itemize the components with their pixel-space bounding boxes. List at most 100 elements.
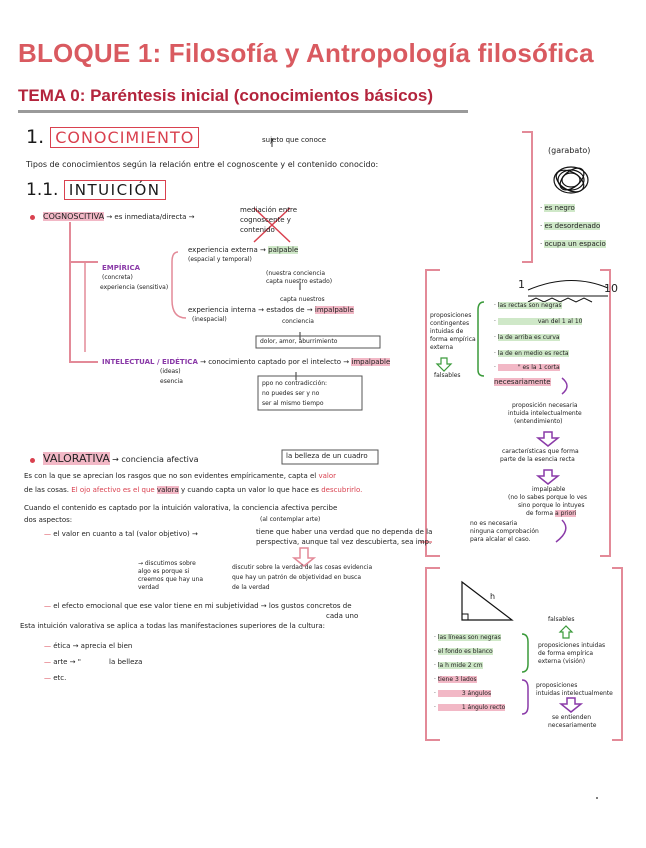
- r-item: · " es la 1 corta: [494, 364, 560, 371]
- section-number: 1.: [26, 126, 45, 148]
- nuestra-1: (nuestra conciencia: [266, 270, 326, 277]
- falsables-2: falsables: [548, 616, 575, 623]
- r-item: · la de en medio es recta: [494, 350, 569, 357]
- nl-3: de forma a priori: [526, 510, 577, 517]
- t-item: · 3 ángulos: [434, 690, 492, 697]
- esencia: esencia: [160, 378, 183, 385]
- nl-2: sino porque lo intuyes: [518, 502, 585, 509]
- r-item: · las rectas son negras: [494, 302, 562, 309]
- val-a1c: perspectiva, aunque tal vez descubierta,…: [256, 538, 432, 546]
- bullet-icon: [30, 457, 35, 463]
- pn-1: proposición necesaria: [512, 402, 578, 409]
- r-item: · van del 1 al 10: [494, 318, 583, 325]
- val-d2: algo es porque si: [138, 568, 190, 575]
- val-d1: → discutimos sobre: [138, 560, 196, 567]
- garabato-item: · ocupa un espacio: [540, 240, 606, 248]
- valorativa-label: VALORATIVA: [43, 452, 110, 465]
- sujeto-note: sujeto que conoce: [262, 136, 327, 144]
- t-item: · 1 ángulo recto: [434, 704, 506, 711]
- prop-1: proposiciones: [430, 312, 472, 319]
- pn-2: intuida intelectualmente: [508, 410, 582, 417]
- val-p4: Esta intuición valorativa se aplica a to…: [20, 622, 326, 630]
- conciencia: conciencia: [282, 318, 314, 325]
- nr-2: ninguna comprobación: [470, 528, 539, 535]
- section-heading: CONOCIMIENTO: [50, 127, 200, 148]
- page-subtitle: TEMA 0: Paréntesis inicial (conocimiento…: [18, 86, 434, 105]
- se-1: se entienden: [552, 714, 592, 721]
- section-intuicion: 1.1. INTUICIÓN: [26, 180, 166, 200]
- pnc-3: ser al mismo tiempo: [262, 400, 324, 407]
- valorativa-def: → conciencia afectiva: [112, 455, 199, 464]
- section-conocimiento: 1. CONOCIMIENTO: [26, 126, 200, 148]
- t-item: · el fondo es blanco: [434, 648, 493, 655]
- ideas: (ideas): [160, 368, 181, 375]
- capta-1: capta nuestros: [280, 296, 325, 303]
- garabato-item: · es desordenado: [540, 222, 601, 230]
- nl-1: (no lo sabes porque lo ves: [508, 494, 587, 501]
- val-p2: de las cosas. El ojo afectivo es el que …: [24, 486, 363, 494]
- val-d4: verdad: [138, 584, 159, 591]
- exp-externa-sub: (espacial y temporal): [188, 256, 252, 263]
- exp-interna-sub: (inespacial): [192, 316, 227, 323]
- prop-2: contingentes: [430, 320, 470, 327]
- val-e3: de la verdad: [232, 584, 270, 591]
- bullet-icon: [30, 214, 35, 220]
- belleza-note: la belleza de un cuadro: [286, 452, 368, 460]
- mediacion-3: contenido: [240, 226, 275, 234]
- val-p3b: dos aspectos:: [24, 516, 73, 524]
- pe-2: de forma empírica: [538, 650, 594, 657]
- val-p3: Cuando el contenido es captado por la in…: [24, 504, 338, 512]
- cognoscitiva-label: COGNOSCITIVA: [43, 212, 105, 221]
- pe-1: proposiciones intuidas: [538, 642, 606, 649]
- garabato-item: · es negro: [540, 204, 575, 212]
- pnc-2: no puedes ser y no: [262, 390, 320, 397]
- intelectual-row: INTELECTUAL / EIDÉTICA → conocimiento ca…: [102, 358, 391, 366]
- page-title: BLOQUE 1: Filosofía y Antropología filos…: [18, 38, 594, 68]
- garabato-title: (garabato): [548, 146, 591, 155]
- cognoscitiva-row: COGNOSCITIVA → es inmediata/directa →: [30, 212, 195, 222]
- lines-label-1: 1: [518, 278, 525, 291]
- ce-2: parte de la esencia recta: [500, 456, 575, 463]
- pn-3: (entendimiento): [514, 418, 563, 425]
- val-d3: creemos que hay una: [138, 576, 203, 583]
- tipos-text: Tipos de conocimientos según la relación…: [26, 160, 379, 169]
- val-a1b: tiene que haber una verdad que no depend…: [256, 528, 433, 536]
- lines-label-10: 10: [604, 282, 618, 295]
- r-item: · la de arriba es curva: [494, 334, 560, 341]
- empirica-sub2: experiencia (sensitiva): [100, 284, 169, 291]
- val-p1: Es con la que se aprecian los rasgos que…: [24, 472, 337, 480]
- prop-5: externa: [430, 344, 454, 351]
- val-l2: — arte → "la belleza: [44, 658, 143, 666]
- triangle-h: h: [490, 592, 496, 601]
- pe-3: externa (visión): [538, 658, 586, 665]
- t-item: · las líneas son negras: [434, 634, 501, 641]
- valorativa-row: VALORATIVA → conciencia afectiva: [30, 452, 198, 466]
- falsables-1: falsables: [434, 372, 461, 379]
- dolor-ejemplo: dolor, amor, aburrimiento: [260, 338, 338, 345]
- nr-3: para alcalar el caso.: [470, 536, 531, 543]
- section-heading: INTUICIÓN: [63, 180, 166, 200]
- val-l3: — etc.: [44, 674, 67, 682]
- ce-1: características que forma: [502, 448, 579, 455]
- pi-1: proposiciones: [536, 682, 578, 689]
- val-a1: — el valor en cuanto a tal (valor objeti…: [44, 530, 198, 538]
- val-e2: que hay un patrón de objetividad en busc…: [232, 574, 362, 581]
- impalpable: impalpable: [532, 486, 566, 493]
- val-e1: discutir sobre la verdad de las cosas ev…: [232, 564, 373, 571]
- val-l1: — ética → aprecia el bien: [44, 642, 133, 650]
- necesariamente: necesariamente: [494, 378, 551, 386]
- val-p3-note: (al contemplar arte): [260, 516, 321, 523]
- mediacion-2: cognoscente y: [240, 216, 291, 224]
- empirica-label: EMPÍRICA: [102, 264, 141, 272]
- prop-3: intuidas de: [430, 328, 464, 335]
- empirica-sub1: (concreta): [102, 274, 133, 281]
- prop-4: forma empírica: [430, 336, 476, 343]
- mediacion-1: mediación entre: [240, 206, 298, 214]
- pnc-1: ppo no contradicción:: [262, 380, 328, 387]
- t-item: · la h mide 2 cm: [434, 662, 483, 669]
- val-a2b: cada uno: [326, 612, 359, 620]
- t-item: · tiene 3 lados: [434, 676, 477, 683]
- exp-externa: experiencia externa → palpable: [188, 246, 299, 254]
- val-a2: — el efecto emocional que ese valor tien…: [44, 602, 352, 610]
